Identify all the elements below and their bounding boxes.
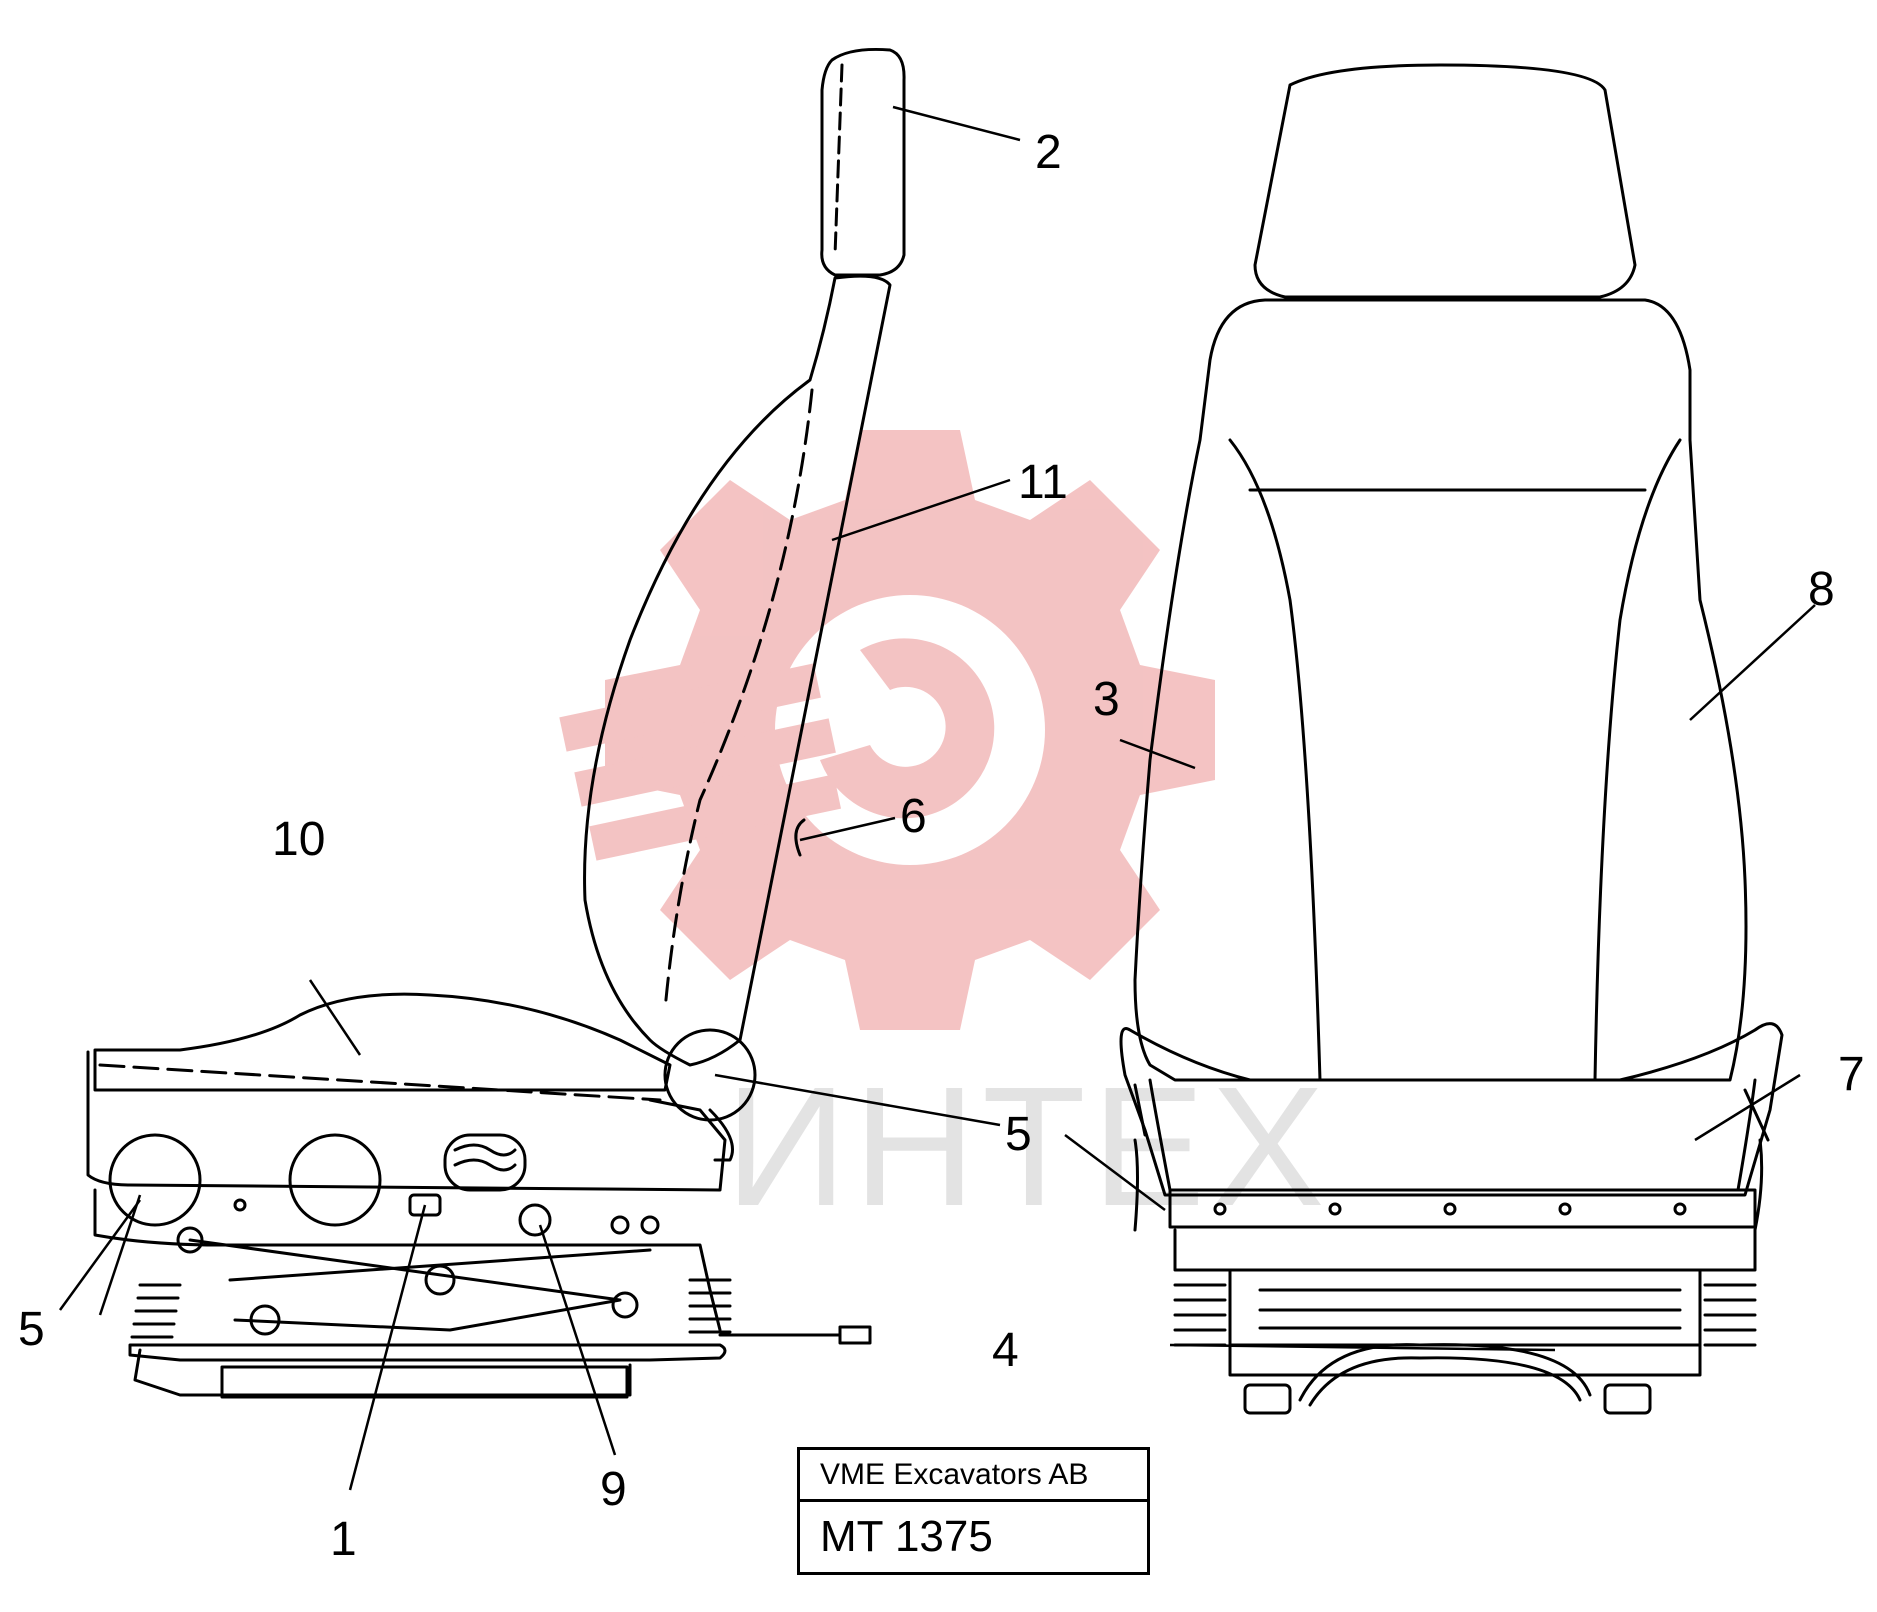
backrest-front xyxy=(1133,298,1748,1082)
callout-7: 7 xyxy=(1838,1048,1865,1101)
headrest xyxy=(820,48,906,277)
seat-cushion-side xyxy=(93,992,672,1092)
callout-3: 3 xyxy=(1093,673,1120,726)
callout-2: 2 xyxy=(1035,126,1062,179)
title-block-company: VME Excavators AB xyxy=(800,1450,1147,1502)
title-block-code: MT 1375 xyxy=(820,1512,993,1561)
title-block: VME Excavators AB MT 1375 xyxy=(797,1447,1150,1575)
callout-6: 6 xyxy=(900,790,927,843)
callout-4: 4 xyxy=(992,1324,1019,1377)
callout-5-left: 5 xyxy=(18,1303,45,1356)
callout-8: 8 xyxy=(1808,563,1835,616)
headrest-front xyxy=(1253,63,1637,299)
callout-9: 9 xyxy=(600,1463,627,1516)
callout-10: 10 xyxy=(272,813,325,866)
backrest-side xyxy=(583,274,892,1067)
front-view-seat xyxy=(1119,63,1784,1415)
watermark-gear-icon xyxy=(559,430,1215,1030)
seat-cushion-front xyxy=(1119,1022,1784,1197)
leader-lines xyxy=(58,105,1816,1491)
side-view-seat xyxy=(86,48,906,1399)
callout-1: 1 xyxy=(330,1513,357,1566)
callout-11: 11 xyxy=(1018,456,1068,509)
knob-left xyxy=(108,1133,202,1227)
recline-knob xyxy=(663,1028,757,1122)
callout-5-middle: 5 xyxy=(1005,1108,1032,1161)
knob-mid xyxy=(288,1133,382,1227)
front-plate xyxy=(1168,1188,1757,1229)
